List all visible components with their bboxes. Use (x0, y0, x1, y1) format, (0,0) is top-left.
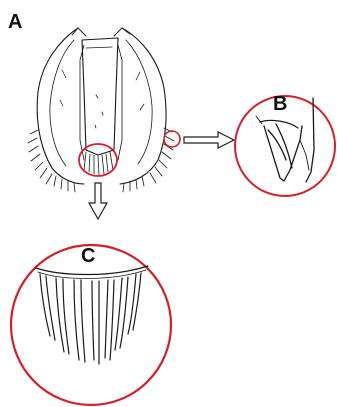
panel-a-drawing (28, 28, 174, 192)
panel-c-circle (11, 245, 171, 405)
panel-label-a: A (8, 11, 22, 33)
panel-c-drawing (36, 266, 148, 364)
arrow-to-panel-c (89, 183, 107, 219)
arrow-to-panel-b (184, 132, 234, 148)
panel-label-c: C (81, 245, 95, 267)
highlight-circle-lateral (164, 131, 180, 147)
panel-label-b: B (273, 93, 287, 115)
